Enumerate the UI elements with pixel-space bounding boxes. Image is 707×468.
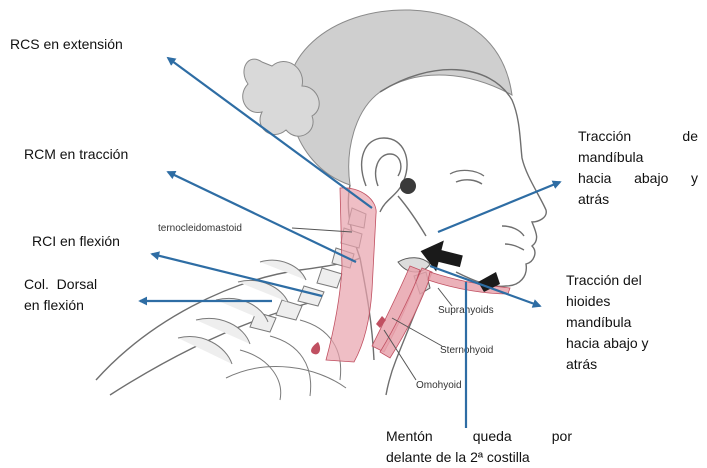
hair-illustration [243,10,512,185]
arrow-rcm [168,172,356,262]
menton-word-3: por [552,428,572,444]
traccion-word-1: Tracción [578,128,631,144]
hioides-line3: mandíbula [566,312,676,333]
label-traccion-mandibula: Tracción de mandíbula hacia abajo y atrá… [578,126,698,210]
traccion-word-4: hacia [578,170,611,186]
arrow-traccion-hioides [430,266,540,306]
hioides-line2: hioides [566,291,676,312]
menton-word-2: queda [473,428,512,444]
traccion-mandibula-line2: mandíbula [578,147,698,168]
menton-line2: delante de la 2ª costilla [386,447,572,468]
omohyoid-anatomy-label: Omohyoid [416,380,462,391]
menton-line1: Mentón queda por [386,426,572,447]
traccion-mandibula-line1: Tracción de [578,126,698,147]
arrow-traccion-mandibula [438,182,560,232]
traccion-word-2: de [682,128,698,144]
scm-anatomy-label: ternocleidomastoid [158,223,242,234]
hioides-line1: Tracción del [566,270,676,291]
label-col-dorsal-line2: en flexión [24,295,97,316]
label-col-dorsal: Col. Dorsal en flexión [24,274,97,316]
hioides-line5: atrás [566,354,676,375]
traccion-word-5: abajo [634,170,668,186]
label-rci-flexion: RCI en flexión [32,231,120,252]
traccion-mandibula-line4: atrás [578,189,698,210]
label-menton: Mentón queda por delante de la 2ª costil… [386,426,572,468]
label-rcs-extension: RCS en extensión [10,34,123,55]
label-col-dorsal-line1: Col. Dorsal [24,274,97,295]
traccion-mandibula-line3: hacia abajo y [578,168,698,189]
label-traccion-hioides: Tracción del hioides mandíbula hacia aba… [566,270,676,375]
menton-word-1: Mentón [386,428,433,444]
label-rcm-traccion: RCM en tracción [24,144,128,165]
hioides-line4: hacia abajo y [566,333,676,354]
traccion-word-6: y [691,170,698,186]
